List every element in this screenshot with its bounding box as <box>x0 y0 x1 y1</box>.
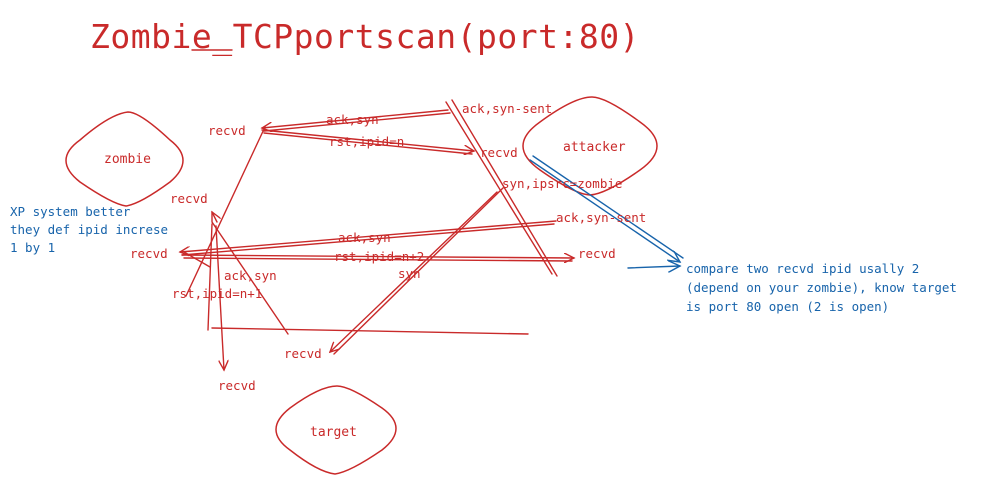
xp-note: XP system better they def ipid increse 1… <box>10 204 168 255</box>
label-ack-syn-1: ack,syn <box>326 112 379 127</box>
arrow-rst-ipid-n-b <box>263 132 473 155</box>
label-recvd-attacker-2: recvd <box>578 246 616 261</box>
blue-arrow-lower <box>627 266 680 268</box>
label-ack-syn-3: ack,syn <box>224 268 277 283</box>
attacker-node-label: attacker <box>563 140 626 155</box>
compare-note: compare two recvd ipid usally 2 (depend … <box>686 261 957 314</box>
label-recvd-zombie-1: recvd <box>208 123 246 138</box>
arrow-rst-ipid-n <box>261 129 474 151</box>
arrow-rst-ipid-n2-b <box>183 257 573 262</box>
blue-arrow-upper <box>529 159 680 262</box>
label-recvd-zombie-3: recvd <box>130 246 168 261</box>
label-syn: syn <box>398 266 421 281</box>
arrow-ack-syn-2b <box>181 223 555 256</box>
compare-note-line-2: (depend on your zombie), know target <box>686 280 957 295</box>
blue-arrow-upper-b <box>532 155 684 259</box>
label-ack-syn-sent-1: ack,syn-sent <box>462 101 552 116</box>
zombie-to-recvd-bottom <box>215 225 224 370</box>
line-rst-ipid-n1 <box>211 327 529 335</box>
arrow-zombie-cross-a <box>183 251 211 268</box>
attacker-timeline-b <box>451 99 558 277</box>
zombie-timeline-a <box>185 126 266 297</box>
label-rst-ipid-n1: rst,ipid=n+1 <box>172 286 262 301</box>
label-ack-syn-sent-2: ack,syn-sent <box>556 210 646 225</box>
arrow-ack-syn-1b <box>263 112 451 132</box>
zombie-recvd-arrow-up <box>211 212 217 222</box>
label-recvd-attacker-1: recvd <box>480 145 518 160</box>
diagram-title: Zombie_TCPportscan(port:80) <box>90 17 640 57</box>
xp-note-line-3: 1 by 1 <box>10 240 55 255</box>
attacker-timeline-a <box>445 101 553 275</box>
label-rst-ipid-n2: rst,ipid=n+2 <box>334 249 424 264</box>
zombie-node[interactable]: zombie <box>65 111 184 207</box>
label-syn-ipsrc-zombie: syn,ipsrc=zombie <box>502 176 622 191</box>
zombie-node-label: zombie <box>104 152 151 167</box>
arrow-ack-syn-2 <box>180 220 557 252</box>
compare-note-line-1: compare two recvd ipid usally 2 <box>686 261 919 276</box>
target-node-label: target <box>310 425 357 440</box>
label-recvd-target: recvd <box>284 346 322 361</box>
xp-note-line-1: XP system better <box>10 204 131 219</box>
compare-note-line-3: is port 80 open (2 is open) <box>686 299 889 314</box>
label-recvd-zombie-2: recvd <box>170 191 208 206</box>
label-rst-ipid-n: rst,ipid=n <box>329 134 404 149</box>
target-node[interactable]: target <box>275 385 397 475</box>
arrow-syn-ipsrc-zombie-b <box>333 187 504 355</box>
arrow-rst-ipid-n2 <box>181 255 574 258</box>
arrow-target-ack-syn <box>211 221 289 335</box>
arrow-syn-ipsrc-zombie <box>330 191 498 352</box>
zombie-timeline-b <box>207 223 213 331</box>
arrow-ack-syn-1 <box>262 109 449 128</box>
label-recvd-bottom: recvd <box>218 378 256 393</box>
xp-note-line-2: they def ipid increse <box>10 222 168 237</box>
label-ack-syn-2: ack,syn <box>338 230 391 245</box>
